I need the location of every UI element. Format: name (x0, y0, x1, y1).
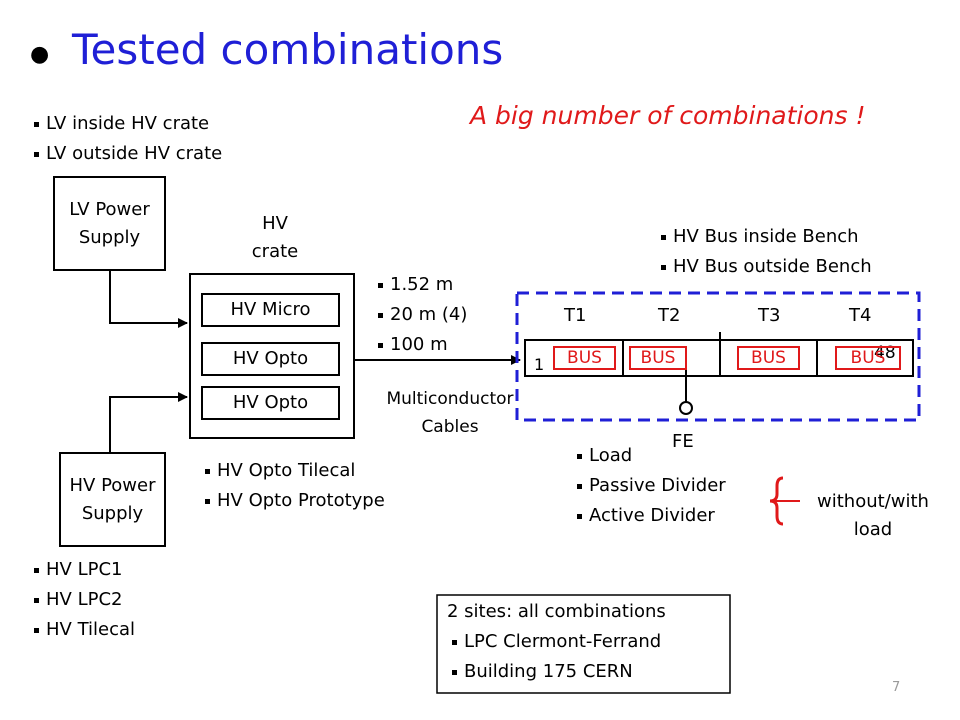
list-item: LV inside HV crate (34, 109, 222, 139)
opto-options-list: HV Opto Tilecal HV Opto Prototype (205, 456, 385, 516)
list-item: Load (577, 441, 726, 471)
list-item: LV outside HV crate (34, 139, 222, 169)
bus-segment: BUS (553, 346, 616, 370)
list-item: LPC Clermont-Ferrand (452, 627, 661, 657)
bus-segment: BUS (629, 346, 687, 370)
subtitle: A big number of combinations ! (470, 101, 866, 130)
title-bullet: ● (30, 42, 50, 67)
hv-micro-module: HV Micro (201, 293, 340, 327)
hv-crate-label: HV crate (235, 206, 315, 270)
list-item: Building 175 CERN (452, 657, 661, 687)
cable-lengths-list: 1.52 m 20 m (4) 100 m (378, 270, 467, 360)
fe-label: FE (672, 431, 694, 452)
hv-power-supply-line2: Supply (81, 502, 144, 524)
list-item: HV Opto Tilecal (205, 456, 385, 486)
slide-number: 7 (892, 680, 901, 695)
hv-options-list: HV LPC1 HV LPC2 HV Tilecal (34, 555, 135, 645)
list-item: HV Tilecal (34, 615, 135, 645)
list-item: HV LPC1 (34, 555, 135, 585)
hv-to-crate-arrow (109, 392, 188, 452)
list-item: 100 m (378, 330, 467, 360)
bus-start-number: 1 (534, 355, 545, 374)
hv-crate-line1: HV (262, 213, 288, 234)
t-label-t3: T3 (758, 305, 781, 326)
load-note-line1: without/with (817, 491, 929, 512)
t-label-t4: T4 (849, 305, 872, 326)
hv-crate-line2: crate (251, 241, 299, 262)
sites-list: LPC Clermont-Ferrand Building 175 CERN (452, 627, 661, 687)
list-item: 20 m (4) (378, 300, 467, 330)
hv-power-supply-line1: HV Power (69, 474, 156, 496)
bus-end-number: 48 (874, 343, 896, 363)
load-options-list: Load Passive Divider Active Divider (577, 441, 726, 531)
hv-power-supply-box: HV Power Supply (59, 452, 166, 547)
load-note: without/with load (800, 486, 946, 546)
lv-options-list: LV inside HV crate LV outside HV crate (34, 109, 222, 169)
list-item: HV Opto Prototype (205, 486, 385, 516)
lv-to-crate-arrow (109, 270, 188, 328)
hv-opto-module: HV Opto (201, 386, 340, 420)
lv-power-supply-line2: Supply (78, 226, 141, 248)
sites-title: 2 sites: all combinations (447, 601, 666, 622)
sites-box (436, 594, 731, 694)
t-label-t2: T2 (658, 305, 681, 326)
load-note-line2: load (853, 519, 893, 540)
hv-opto-module: HV Opto (201, 342, 340, 376)
bus-options-list: HV Bus inside Bench HV Bus outside Bench (661, 222, 872, 282)
list-item: Active Divider (577, 501, 726, 531)
bench-dashed-border (515, 291, 921, 422)
lv-power-supply-box: LV Power Supply (53, 176, 166, 271)
bus-segment: BUS (737, 346, 800, 370)
list-item: HV Bus inside Bench (661, 222, 872, 252)
list-item: Passive Divider (577, 471, 726, 501)
list-item: HV Bus outside Bench (661, 252, 872, 282)
bus-segment: BUS (835, 346, 901, 370)
lv-power-supply-line1: LV Power (69, 198, 150, 220)
cables-line2: Cables (421, 417, 479, 437)
cables-line1: Multiconductor (386, 389, 514, 409)
cables-label: Multiconductor Cables (360, 383, 540, 443)
list-item: HV LPC2 (34, 585, 135, 615)
t-label-t1: T1 (564, 305, 587, 326)
list-item: 1.52 m (378, 270, 467, 300)
fe-connector (679, 401, 693, 415)
page-title: Tested combinations (72, 25, 504, 74)
